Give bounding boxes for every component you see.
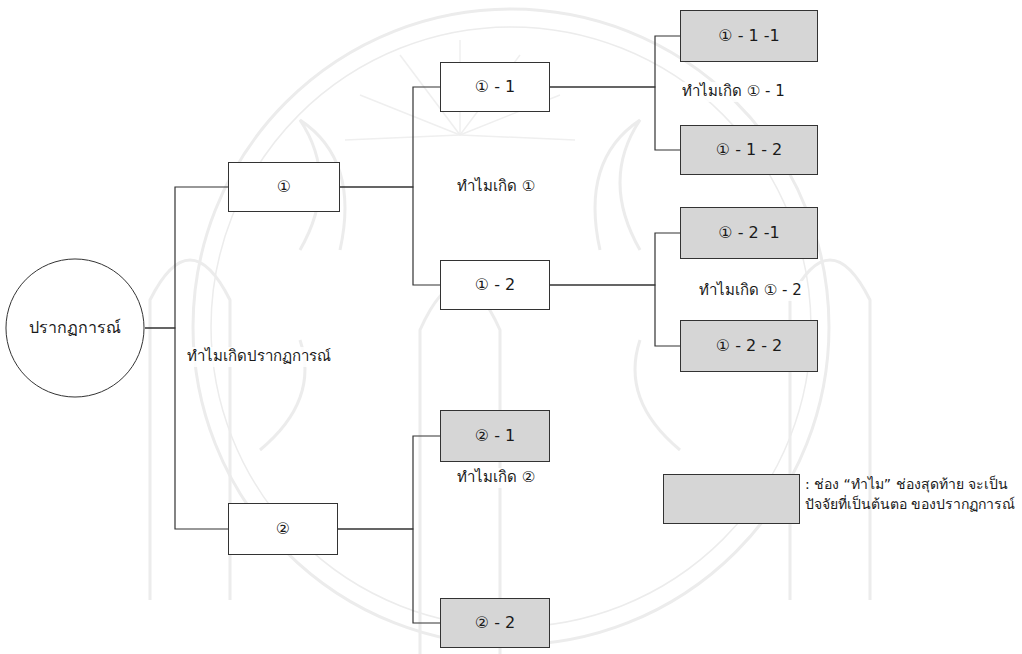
tree-connector xyxy=(338,529,440,623)
watermark-flourish xyxy=(635,340,680,450)
watermark-tower xyxy=(790,260,870,600)
why-label: ทำไมเกิด ② xyxy=(455,468,537,488)
node-text: ② xyxy=(276,519,290,538)
node-text: ① xyxy=(277,177,291,196)
why-box: ① xyxy=(228,162,340,212)
watermark-emblem xyxy=(150,9,870,654)
tree-connector xyxy=(550,36,680,87)
circle-outline xyxy=(6,259,144,397)
node-text: ① - 2 xyxy=(475,275,515,294)
node-text: ② - 1 xyxy=(475,426,515,445)
root-cause-box: ① - 2 - 2 xyxy=(680,320,818,372)
tree-connector xyxy=(145,187,228,328)
root-cause-box: ② - 1 xyxy=(440,410,550,462)
why-label: ทำไมเกิด ① - 2 xyxy=(697,281,804,301)
root-cause-box: ① - 2 -1 xyxy=(680,207,818,259)
legend-text: : ช่อง “ทำไม” ช่องสุดท้าย จะเป็นปัจจัยที… xyxy=(805,474,1017,515)
node-text: ② - 2 xyxy=(475,613,515,632)
tree-connector xyxy=(340,187,440,285)
why-label: ทำไมเกิด ① xyxy=(455,177,537,197)
why-box: ① - 1 xyxy=(440,62,550,112)
node-text: ① - 2 - 2 xyxy=(716,336,783,355)
tree-connector xyxy=(550,233,680,285)
why-label: ทำไมเกิด ① - 1 xyxy=(680,82,787,102)
watermark-ray xyxy=(460,135,575,140)
watermark-flourish xyxy=(595,120,640,250)
node-text: ① - 1 xyxy=(475,77,515,96)
tree-connector xyxy=(550,87,680,150)
why-box: ② xyxy=(228,503,338,555)
node-text: ① - 1 -1 xyxy=(718,26,780,45)
watermark-ring xyxy=(193,9,829,645)
why-box: ① - 2 xyxy=(440,260,550,310)
root-cause-box: ② - 2 xyxy=(440,598,550,648)
why-label: ทำไมเกิดปรากฏการณ์ xyxy=(185,347,333,367)
node-text: ① - 2 -1 xyxy=(718,223,780,242)
tree-connector xyxy=(338,436,440,529)
watermark-rays xyxy=(345,40,575,140)
root-cause-box: ① - 1 - 2 xyxy=(680,125,818,175)
node-text: ปรากฏการณ์ xyxy=(29,318,121,337)
tree-connector xyxy=(340,87,440,187)
phenomenon-circle: ปรากฏการณ์ xyxy=(5,258,145,398)
node-text: ① - 1 - 2 xyxy=(716,140,783,159)
legend-swatch xyxy=(663,474,800,524)
tree-connector xyxy=(550,285,680,346)
root-cause-box: ① - 1 -1 xyxy=(680,10,818,62)
watermark-ray xyxy=(345,135,460,140)
watermark-tower xyxy=(150,260,230,600)
